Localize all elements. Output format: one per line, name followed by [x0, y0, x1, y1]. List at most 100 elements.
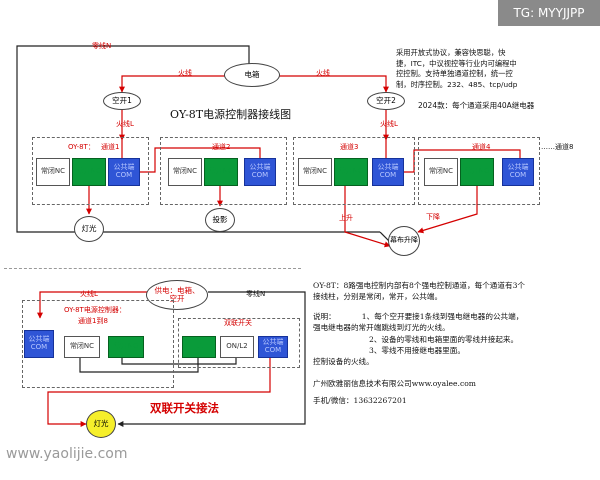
company: 广州欧雅丽信息技术有限公司www.oyalee.com — [313, 378, 476, 388]
bottom-no-terminal: 常开NO — [108, 336, 144, 358]
ch1-no-terminal: 常开NO — [72, 158, 106, 186]
ch1-nc-terminal: 常闭NC — [36, 158, 70, 186]
notes-head: OY-8T：8路强电控制内部有8个强电控制通道，每个通道有3个 — [313, 281, 526, 290]
l2-terminal: ON/L2 — [220, 336, 254, 358]
diagram-title: OY-8T电源控制器接线图 — [170, 108, 292, 121]
up-label: 上升 — [339, 214, 353, 222]
curtain-load: 幕布升降 — [388, 226, 420, 256]
curtain-load-label: 幕布升降 — [390, 236, 418, 245]
bottom-wiring — [37, 291, 306, 427]
notes-3: 3、零线不用接继电器里面。 — [369, 345, 465, 355]
down-label: 下降 — [426, 213, 440, 221]
ch3-nc-terminal: 常闭NC — [298, 158, 332, 186]
telegram-badge: TG: MYYJJPP — [498, 0, 600, 26]
desc-line-1: 采用开放式协议，兼容快思聪，快 — [396, 48, 506, 57]
notes: OY-8T：8路强电控制内部有8个强电控制通道，每个通道有3个 接线柱，分别是常… — [313, 280, 525, 407]
channel-8-name: ……通道8 — [541, 143, 574, 151]
channel-2-group — [160, 137, 287, 205]
live-line-left-label: 火线 — [178, 69, 192, 77]
ch4-nc-label: 常闭NC — [428, 167, 454, 176]
ch2-nc-terminal: 常闭NC — [168, 158, 202, 186]
double-switch-title: 双联开关接法 — [150, 401, 219, 415]
controller-channel: 通道1到8 — [78, 317, 108, 325]
supply-label: 供电：电箱、空开 — [154, 285, 200, 303]
ch1-no-label: 常开NO — [76, 167, 102, 176]
notes-item-1: 说明：1、每个空开要接1条线到强电继电器的公共端， — [313, 311, 525, 322]
notes-2: 2、设备的零线和电箱里面的零线并接起来。 — [369, 334, 519, 344]
ch4-com-label: 公共端COM — [507, 163, 529, 179]
ch1-com-terminal: 公共端COM — [108, 158, 140, 186]
l2-label: ON/L2 — [226, 342, 248, 351]
live-line-top — [86, 75, 521, 248]
power-box: 电箱 — [224, 63, 280, 87]
ch3-no-label: 常开NO — [338, 167, 364, 176]
channel-2-name: 通道2 — [212, 143, 231, 151]
breaker-1: 空开1 — [103, 92, 141, 110]
bottom-nc-label: 常闭NC — [69, 342, 95, 351]
watermark: www.yaolijie.com — [6, 446, 128, 462]
ch4-no-label: 常开NO — [464, 167, 490, 176]
desc-line-3: 控控制。支持单独通道控制，统一控 — [396, 69, 513, 79]
notes-head-2: 接线柱，分别是常闭，常开，公共端。 — [313, 292, 443, 302]
bottom-com-label: 公共端COM — [28, 335, 50, 351]
ch4-nc-terminal: 常闭NC — [424, 158, 458, 186]
channel-3-name: 通道3 — [340, 143, 359, 151]
double-switch-label: 双联开关 — [224, 319, 252, 327]
bulb-load: 灯光 — [86, 410, 116, 438]
bulb-label: 灯光 — [93, 418, 109, 428]
bottom-com-terminal: 公共端COM — [24, 330, 54, 358]
channel-3-group — [293, 137, 415, 205]
double-switch-group — [178, 318, 300, 368]
projector-load: 投影 — [205, 208, 235, 232]
ch1-com-label: 公共端COM — [113, 163, 135, 179]
projector-load-label: 投影 — [212, 214, 228, 224]
live-line-right-label: 火线 — [316, 69, 330, 77]
ch2-com-terminal: 公共端COM — [244, 158, 276, 186]
ch3-no-terminal: 常开NO — [334, 158, 368, 186]
controller-label: OY-8T电源控制器： — [64, 306, 126, 314]
ch2-no-terminal: 常开NO — [204, 158, 238, 186]
description: 采用开放式协议，兼容快思聪，快 捷，ITC，中议视控等行业内可编程中 控控制。支… — [396, 48, 517, 90]
notes-1b: 强电继电器的常开端跳线到灯光的火线。 — [313, 323, 450, 333]
ch4-no-terminal: 常开NO — [460, 158, 494, 186]
breaker-2: 空开2 — [367, 92, 405, 110]
notes-1a: 1、每个空开要接1条线到强电继电器的公共端， — [361, 311, 524, 321]
switch-com-label: 公共端COM — [262, 338, 284, 354]
controller-group — [22, 300, 174, 388]
channel-1-name: 通道1 — [101, 143, 120, 151]
desc-line-2: 捷，ITC，中议视控等行业内可编程中 — [396, 58, 517, 68]
live-l-label-1: 火线L — [116, 120, 134, 128]
notes-4: 控制设备的火线。 — [313, 357, 374, 367]
channel-4-name: 通道4 — [472, 143, 491, 151]
ch3-com-label: 公共端COM — [377, 163, 399, 179]
channel-1-label: OY-8T： — [68, 143, 95, 151]
supply-box: 供电：电箱、空开 — [146, 280, 208, 310]
ch1-nc-label: 常闭NC — [40, 167, 66, 176]
switch-com-terminal: 公共端COM — [258, 336, 288, 358]
power-box-label: 电箱 — [244, 69, 260, 79]
l1-terminal: L1 — [182, 336, 216, 358]
light-load: 灯光 — [74, 216, 104, 242]
live-l-label-2: 火线L — [380, 120, 398, 128]
light-load-label: 灯光 — [81, 223, 97, 233]
l1-label: L1 — [194, 342, 204, 351]
breaker-1-label: 空开1 — [112, 95, 132, 105]
ch2-com-label: 公共端COM — [249, 163, 271, 179]
ch2-nc-label: 常闭NC — [172, 167, 198, 176]
phone: 手机/微信：13632267201 — [313, 396, 407, 406]
section-divider — [4, 268, 301, 270]
channel-1-group — [32, 137, 149, 205]
bottom-zero-label: 零线N — [246, 290, 266, 298]
channel-4-group — [418, 137, 540, 205]
desc-2024: 2024款：每个通道采用40A继电器 — [418, 101, 535, 110]
ch3-nc-label: 常闭NC — [302, 167, 328, 176]
badge-text: TG: MYYJJPP — [513, 6, 585, 20]
bottom-no-label: 常开NO — [113, 342, 139, 351]
bottom-nc-terminal: 常闭NC — [64, 336, 100, 358]
desc-line-4: 制，时序控制。232、485、tcp/udp — [396, 79, 518, 89]
zero-line-label: 零线N — [92, 42, 112, 50]
breaker-2-label: 空开2 — [376, 95, 396, 105]
bottom-live-label: 火线L — [80, 290, 98, 298]
ch2-no-label: 常开NO — [208, 167, 234, 176]
